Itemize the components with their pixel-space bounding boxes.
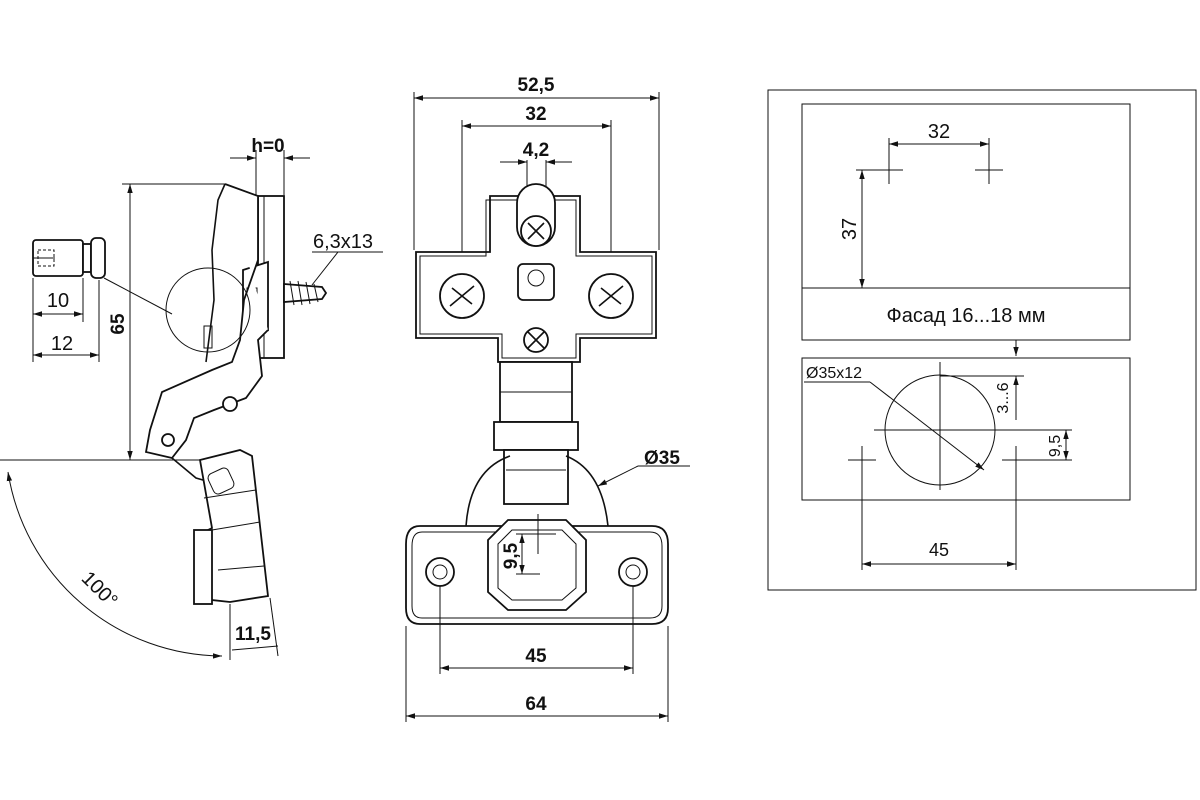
screw-side: [283, 280, 328, 306]
plate-hole-spacing-dimension: 45: [439, 586, 634, 674]
screw-spacing-label: 45: [929, 540, 949, 560]
height-dimension: 65: [108, 183, 225, 461]
offset-label: 9,5: [1047, 435, 1064, 457]
screw-label: 6,3x13: [313, 231, 373, 253]
total-width-dimension: 52,5: [413, 75, 660, 250]
cup-bore-label: Ø35x12: [806, 365, 862, 382]
hinge-arm-side: [144, 183, 269, 483]
hole-spacing-label: 32: [525, 104, 546, 125]
cap-outer-dimension: 12: [32, 280, 100, 362]
edge-distance-label: 3...6: [995, 382, 1012, 413]
front-view: 52,5 32 4,2: [405, 75, 690, 722]
angle-dimension: 100°: [0, 459, 223, 659]
offset-label: h=0: [251, 136, 284, 157]
door-depth-label: 11,5: [235, 624, 271, 645]
door-panel: 3...6 Ø35x12 9,5 45: [801, 340, 1131, 570]
cup-diameter-callout: Ø35: [597, 448, 690, 487]
cap-inner-label: 10: [47, 290, 69, 312]
hinge-front: [405, 183, 669, 625]
cup-offset-dimension: 9,5: [501, 533, 540, 575]
plate-width-dimension: 64: [405, 626, 669, 722]
total-width-label: 52,5: [518, 75, 555, 96]
height-label: 65: [108, 313, 129, 335]
cap-outer-label: 12: [51, 333, 73, 355]
cap-inner-dimension: 10: [32, 278, 84, 322]
install-scheme: 32 37 Фасад 16...18 мм 3...6 Ø35x12: [767, 89, 1197, 591]
cap-plug: [32, 237, 106, 279]
screw-callout: 6,3x13: [311, 231, 383, 286]
slot-width-label: 4,2: [523, 140, 549, 161]
door-depth-dimension: 11,5: [229, 597, 279, 660]
scheme-frame: [767, 89, 1197, 591]
plate-hole-spacing-label: 45: [525, 646, 547, 667]
side-view: 10 12 h=0 65: [0, 136, 383, 660]
cup-side: [193, 449, 269, 605]
cup-diameter-label: Ø35: [644, 448, 680, 469]
mount-height-label: 37: [839, 218, 861, 240]
facade-label: Фасад 16...18 мм: [887, 305, 1046, 327]
cup-offset-label: 9,5: [501, 542, 522, 569]
offset-dimension: h=0: [230, 136, 310, 195]
mount-spacing-label: 32: [928, 121, 950, 143]
plate-width-label: 64: [525, 694, 547, 715]
cabinet-panel: 32 37 Фасад 16...18 мм: [801, 103, 1131, 341]
